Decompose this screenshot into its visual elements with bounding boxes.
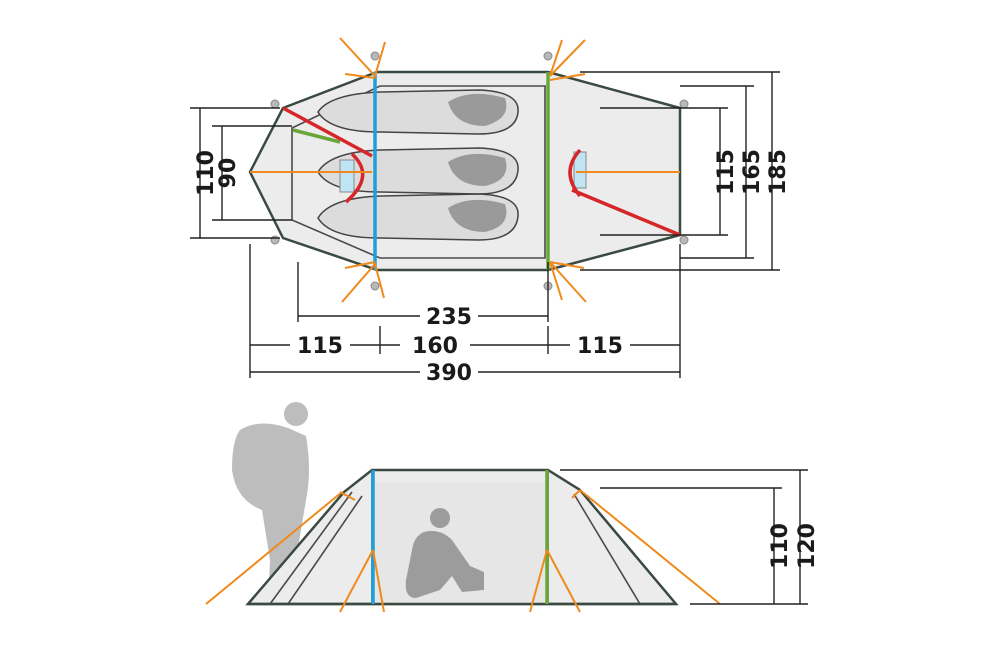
top-view-guy-lines bbox=[250, 37, 680, 303]
peg bbox=[270, 99, 280, 109]
peg bbox=[370, 281, 380, 291]
front-vestibule-pole bbox=[292, 128, 341, 144]
dim-outer-height: 120 bbox=[795, 523, 820, 569]
sleeping-bag-1-head bbox=[448, 93, 507, 126]
dim-inner-length: 235 bbox=[426, 305, 472, 330]
sitting-person-silhouette bbox=[405, 508, 484, 598]
sleeping-bag-2-head bbox=[448, 153, 507, 186]
peg bbox=[679, 235, 689, 245]
dim-left-inner: 90 bbox=[216, 158, 241, 189]
side-view-dimensions: 110 120 bbox=[560, 469, 820, 605]
dim-right-inner: 115 bbox=[714, 149, 739, 195]
side-view-inner-outline bbox=[269, 470, 641, 605]
top-view-dimensions: 110 90 115 165 185 235 115 160 115 390 bbox=[190, 71, 791, 386]
rear-red-pole bbox=[568, 148, 681, 237]
dim-rear-vestibule: 115 bbox=[577, 334, 623, 359]
front-red-pole bbox=[282, 106, 373, 204]
side-view-guy-lines bbox=[205, 489, 721, 613]
peg bbox=[370, 51, 380, 61]
dim-inner-height: 110 bbox=[768, 523, 793, 569]
dim-cabin-length: 160 bbox=[412, 334, 458, 359]
dim-left-outer: 110 bbox=[194, 150, 219, 196]
dim-right-outer: 185 bbox=[766, 149, 791, 195]
dim-right-mid: 165 bbox=[740, 149, 765, 195]
dim-front-vestibule: 115 bbox=[297, 334, 343, 359]
dim-total-length: 390 bbox=[426, 361, 472, 386]
sleeping-bags bbox=[317, 89, 519, 241]
side-view bbox=[205, 402, 721, 613]
front-vent bbox=[339, 159, 355, 193]
peg bbox=[543, 51, 553, 61]
sleeping-bag-3-head bbox=[448, 199, 507, 232]
peg bbox=[679, 99, 689, 109]
peg bbox=[270, 235, 280, 245]
top-view bbox=[248, 37, 689, 303]
